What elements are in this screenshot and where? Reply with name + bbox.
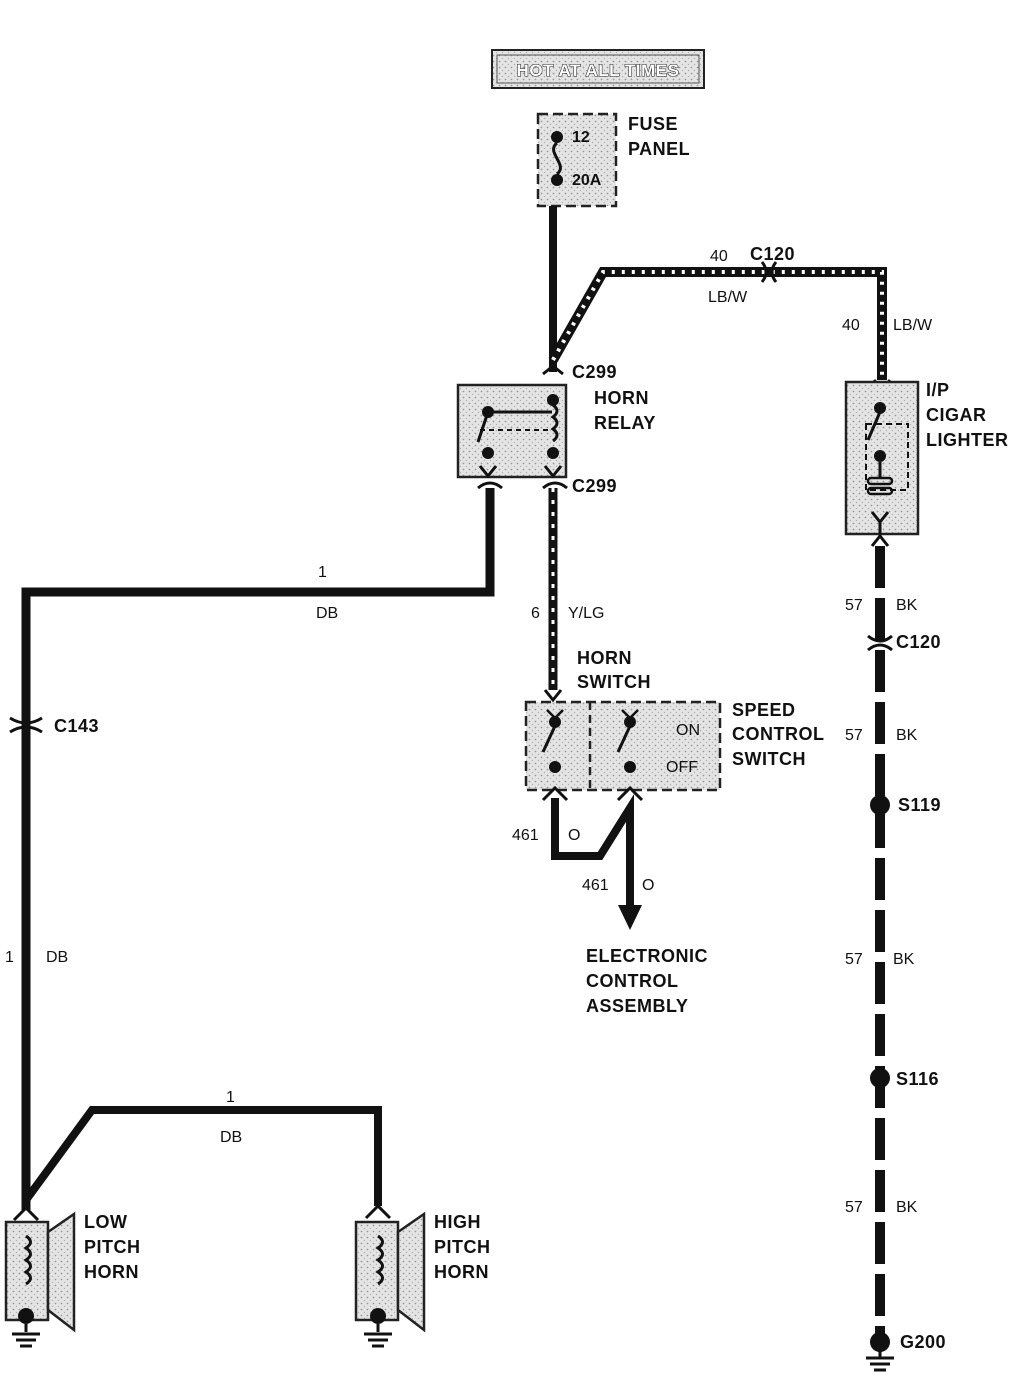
horn-speed-switch-assembly — [524, 700, 722, 802]
fuse-panel-label-2: PANEL — [628, 139, 690, 159]
splice-s116-label: S116 — [896, 1069, 939, 1089]
wire-6-ylg — [543, 488, 563, 703]
low-horn-label-2: PITCH — [84, 1237, 141, 1257]
connector-c143 — [9, 716, 43, 734]
low-pitch-horn — [4, 1205, 76, 1348]
wire-461-a-number: 461 — [512, 827, 539, 844]
horn-relay-connector-bottom: C299 — [572, 476, 617, 496]
splice-s119 — [870, 795, 890, 815]
eca-label-3: ASSEMBLY — [586, 996, 688, 1016]
cigar-lighter-label-2: CIGAR — [926, 405, 987, 425]
banner-text: HOT AT ALL TIMES — [517, 61, 680, 80]
hot-at-all-times-banner: HOT AT ALL TIMES — [491, 49, 705, 89]
horn-relay-connector-top: C299 — [572, 362, 617, 382]
speed-control-label-3: SWITCH — [732, 749, 806, 769]
horn-relay-label-1: HORN — [594, 388, 649, 408]
wire-40-right-color: LB/W — [893, 317, 933, 334]
wire-1-bottom-color: DB — [220, 1129, 242, 1146]
wire-1-left-color: DB — [46, 949, 68, 966]
fuse-rating: 20A — [572, 172, 602, 189]
wire-461-b-number: 461 — [582, 877, 609, 894]
fuse-number: 12 — [572, 129, 590, 146]
connector-c120-top: C120 — [750, 244, 795, 264]
low-horn-label-3: HORN — [84, 1262, 139, 1282]
cigar-lighter-label-3: LIGHTER — [926, 430, 1009, 450]
speed-switch-off: OFF — [666, 759, 698, 776]
wire-1-db-high-horn — [22, 1106, 382, 1206]
cigar-lighter-label-1: I/P — [926, 380, 950, 400]
wire-57-c-number: 57 — [845, 951, 863, 968]
connector-c120-right: C120 — [896, 632, 941, 652]
low-horn-label-1: LOW — [84, 1212, 128, 1232]
cigar-lighter — [844, 380, 920, 536]
speed-control-label-2: CONTROL — [732, 724, 825, 744]
ground-g200-label: G200 — [900, 1332, 946, 1352]
horn-relay-label-2: RELAY — [594, 413, 656, 433]
high-pitch-horn — [354, 1203, 426, 1348]
wire-57-b-color: BK — [896, 727, 918, 744]
ground-g200 — [866, 1332, 894, 1372]
wire-57-b-number: 57 — [845, 727, 863, 744]
connector-c143-label: C143 — [54, 716, 99, 736]
wire-461-orange — [551, 794, 642, 930]
speed-switch-on: ON — [676, 722, 700, 739]
wire-461-b-color: O — [642, 877, 654, 894]
wire-40-top-color: LB/W — [708, 289, 748, 306]
wire-57-bk-ground — [867, 533, 893, 1338]
wire-6-number: 6 — [531, 605, 540, 622]
eca-label-2: CONTROL — [586, 971, 679, 991]
wire-57-c-color: BK — [893, 951, 915, 968]
wire-1-left-number: 1 — [5, 949, 14, 966]
speed-control-label-1: SPEED — [732, 700, 796, 720]
wire-1-db-left — [21, 488, 495, 1210]
splice-s119-label: S119 — [898, 795, 941, 815]
horn-relay — [456, 364, 568, 490]
fuse-panel: 12 20A FUSE PANEL — [536, 112, 690, 208]
high-horn-label-1: HIGH — [434, 1212, 481, 1232]
wire-57-a-color: BK — [896, 597, 918, 614]
wire-40-top-number: 40 — [710, 248, 728, 265]
high-horn-label-3: HORN — [434, 1262, 489, 1282]
splice-s116 — [870, 1068, 890, 1088]
wire-57-d-number: 57 — [845, 1199, 863, 1216]
wire-461-a-color: O — [568, 827, 580, 844]
wire-1-bottom-number: 1 — [226, 1089, 235, 1106]
horn-switch-label-1: HORN — [577, 648, 632, 668]
wire-1-top-color: DB — [316, 605, 338, 622]
wire-6-color: Y/LG — [568, 605, 604, 622]
wire-57-a-number: 57 — [845, 597, 863, 614]
horn-switch-label-2: SWITCH — [577, 672, 651, 692]
fuse-panel-label-1: FUSE — [628, 114, 678, 134]
wire-1-top-number: 1 — [318, 564, 327, 581]
wire-40-right-number: 40 — [842, 317, 860, 334]
eca-label-1: ELECTRONIC — [586, 946, 708, 966]
high-horn-label-2: PITCH — [434, 1237, 491, 1257]
wire-57-d-color: BK — [896, 1199, 918, 1216]
